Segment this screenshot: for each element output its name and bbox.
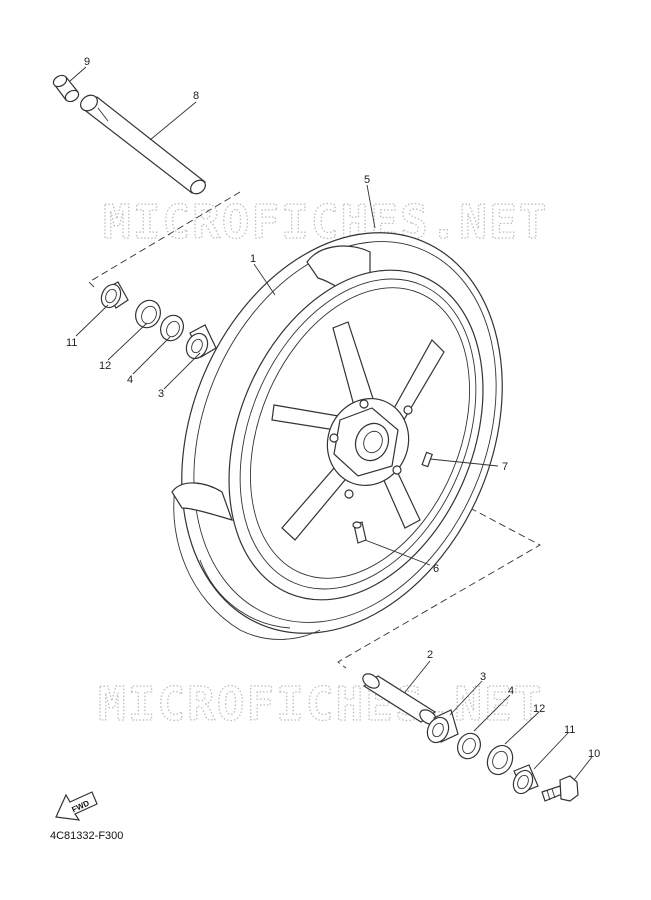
part-1-cast-wheel[interactable]: [181, 231, 531, 639]
part-12-oil-seal-right[interactable]: [483, 741, 517, 778]
callout-5: 5: [364, 174, 370, 186]
callout-9: 9: [84, 56, 90, 68]
part-3-spacer-bearing-left[interactable]: [182, 324, 217, 362]
callout-7: 7: [502, 461, 508, 473]
callout-1: 1: [250, 253, 256, 265]
part-11-collar-right[interactable]: [510, 764, 539, 797]
callout-12-left: 12: [99, 360, 111, 372]
part-4-bearing-right[interactable]: [454, 730, 485, 763]
callout-11-left: 11: [66, 337, 77, 349]
fwd-arrow: FWD: [55, 791, 98, 821]
watermark-top: MICROFICHES.NET: [103, 195, 548, 249]
watermark-bottom: MICROFICHES.NET: [98, 677, 543, 731]
part-11-collar-left[interactable]: [98, 281, 129, 310]
callout-4-left: 4: [127, 374, 133, 386]
callout-4-right: 4: [508, 685, 514, 697]
part-10-axle-bolt[interactable]: [541, 775, 579, 802]
callout-12-right: 12: [533, 703, 545, 715]
part-9-axle-cap[interactable]: [51, 73, 80, 104]
part-3-spacer-bearing-right[interactable]: [423, 709, 459, 746]
part-2-collar-spacer[interactable]: [360, 671, 439, 727]
callout-3-right: 3: [480, 671, 486, 683]
assembly-guide-lines: [88, 191, 541, 669]
callouts: 9 8 5 1 11 12 4 3 7 6 2 3 4 12 11 10: [66, 56, 600, 760]
callout-10: 10: [588, 748, 600, 760]
part-7-balance-weight[interactable]: [421, 451, 433, 468]
callout-11-right: 11: [564, 724, 575, 736]
part-8-front-axle[interactable]: [78, 92, 208, 197]
diagram-code: 4C81332-F300: [50, 830, 123, 842]
callout-6: 6: [433, 563, 439, 575]
part-12-oil-seal-left[interactable]: [131, 296, 165, 332]
leader-lines: [69, 66, 593, 781]
callout-3-left: 3: [158, 388, 164, 400]
part-4-bearing-left[interactable]: [157, 312, 188, 345]
callout-8: 8: [193, 90, 199, 102]
callout-2: 2: [427, 649, 433, 661]
